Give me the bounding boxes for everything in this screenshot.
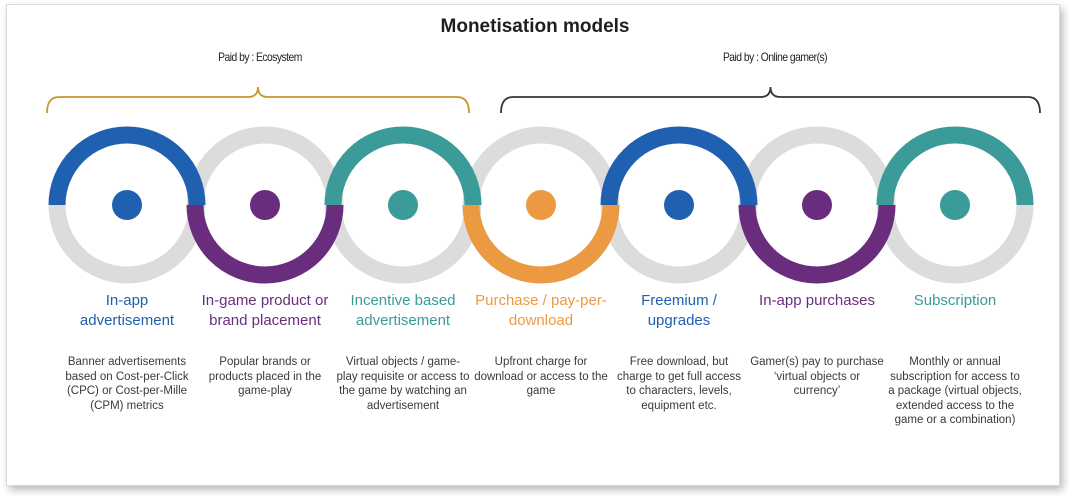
- model-name: In-app advertisement: [79, 292, 175, 329]
- model-description: Banner advertisements based on Cost-per-…: [65, 356, 189, 412]
- model-dot: [388, 190, 418, 220]
- group-label-ecosystem: Paid by : Ecosystem: [218, 50, 302, 64]
- model-description: Free download, but charge to get full ac…: [616, 356, 741, 412]
- model-description: Virtual objects / game-play requisite or…: [336, 356, 470, 412]
- model-dot: [802, 190, 832, 220]
- ring-arc: [738, 204, 896, 284]
- model-description: Monthly or annual subscription for acces…: [888, 356, 1022, 426]
- ring-arc: [186, 204, 344, 284]
- model-dot: [112, 190, 142, 220]
- page-title: Monetisation models: [440, 16, 630, 37]
- model-name: Subscription: [913, 292, 997, 309]
- model-name: In-game product or brand placement: [201, 292, 329, 329]
- model-description: Upfront charge for download or access to…: [474, 356, 608, 397]
- model-dot: [250, 190, 280, 220]
- ring-arc: [876, 126, 1034, 206]
- model-dot: [664, 190, 694, 220]
- group-label-online-gamers: Paid by : Online gamer(s): [722, 50, 828, 64]
- model-dot: [940, 190, 970, 220]
- brace-online-gamers: [500, 86, 1041, 114]
- ring-arc: [462, 204, 620, 284]
- brace-ecosystem: [46, 86, 470, 114]
- model-dot: [526, 190, 556, 220]
- ring-arc: [600, 126, 758, 206]
- model-name: Purchase / pay-per-download: [475, 292, 607, 329]
- model-name: Freemium / upgrades: [641, 292, 717, 329]
- model-description: Popular brands or products placed in the…: [208, 356, 322, 397]
- ring-arc: [48, 126, 206, 206]
- model-name: In-app purchases: [759, 292, 875, 309]
- model-name: Incentive based advertisement: [350, 292, 456, 329]
- model-description: Gamer(s) pay to purchase ‘virtual object…: [750, 356, 884, 397]
- ring-arc: [324, 126, 482, 206]
